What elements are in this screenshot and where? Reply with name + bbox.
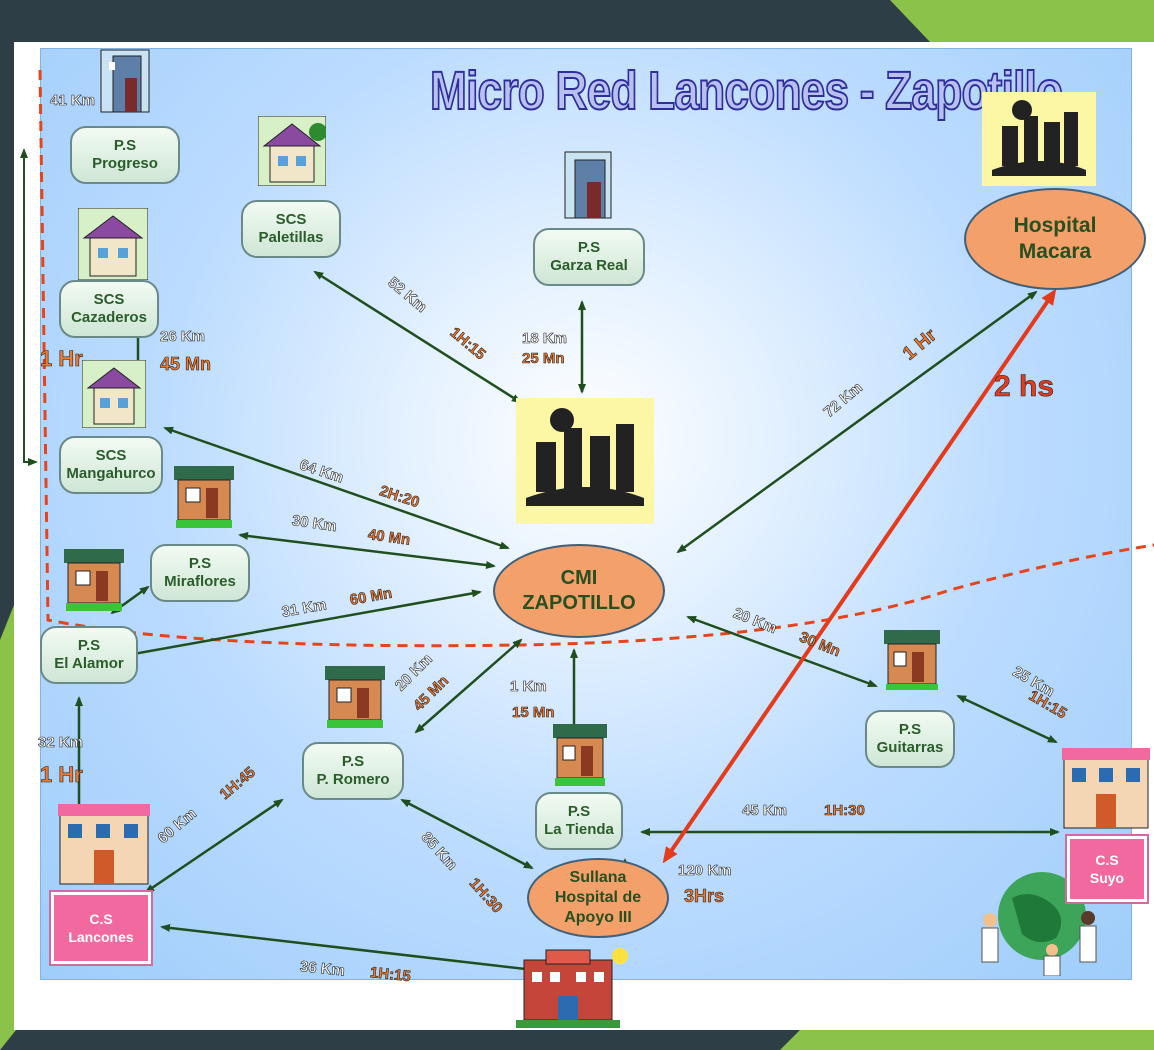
link-lancones-romero xyxy=(144,798,284,894)
left-bracket xyxy=(20,148,38,466)
link-alamor-cmi xyxy=(120,589,482,659)
label-sullana-km: 120 Km xyxy=(678,862,732,880)
label-tienda-time: 15 Mn xyxy=(512,704,555,722)
page-title: Micro Red Lancones - Zapotillo xyxy=(429,60,1064,122)
label-left-time: 1 Hr xyxy=(40,346,83,372)
link-mangahurco-cmi xyxy=(163,426,510,550)
link-cmi-guitarras xyxy=(686,615,878,688)
house-icon xyxy=(325,666,385,728)
house-icon xyxy=(64,549,124,611)
house-icon xyxy=(884,630,940,690)
link-paletillas-cmi xyxy=(313,270,522,404)
link-lancones-sullana xyxy=(160,923,536,974)
label-tienda-km: 1 Km xyxy=(510,678,547,696)
label-tienda-suyo-time: 1H:30 xyxy=(824,802,865,820)
house-icon xyxy=(553,724,607,786)
city-icon xyxy=(982,92,1096,186)
label-garza-time: 25 Mn xyxy=(522,350,565,368)
label-sullana-macara-time: 2 hs xyxy=(994,370,1055,404)
label-progreso-km: 41 Km xyxy=(50,92,96,110)
building-icon xyxy=(100,49,150,113)
city-icon xyxy=(516,398,654,524)
link-cmi-macara xyxy=(676,290,1038,554)
label-cazaderos-km: 26 Km xyxy=(160,328,206,346)
globe-people-icon xyxy=(981,872,1097,976)
hospital-icon xyxy=(516,948,628,1028)
house-icon xyxy=(174,466,234,528)
label-sullana-time: 3Hrs xyxy=(684,886,725,907)
label-garza-km: 18 Km xyxy=(522,330,568,348)
house-icon xyxy=(258,116,326,186)
label-tienda-suyo-km: 45 Km xyxy=(742,802,788,820)
building-icon xyxy=(1062,748,1150,829)
building-icon xyxy=(58,804,150,885)
link-cmi-romero xyxy=(414,638,523,734)
link-sullana-macara-red xyxy=(662,288,1057,864)
house-icon xyxy=(78,208,148,280)
link-miraflores-cmi xyxy=(238,531,496,570)
label-alamor-lancones-km: 32 Km xyxy=(38,734,84,752)
building-icon xyxy=(564,151,612,219)
house-icon xyxy=(82,360,146,428)
link-romero-sullana xyxy=(400,798,534,870)
label-alamor-lancones-time: 1 Hr xyxy=(40,762,83,788)
label-cazaderos-time: 45 Mn xyxy=(160,354,212,375)
